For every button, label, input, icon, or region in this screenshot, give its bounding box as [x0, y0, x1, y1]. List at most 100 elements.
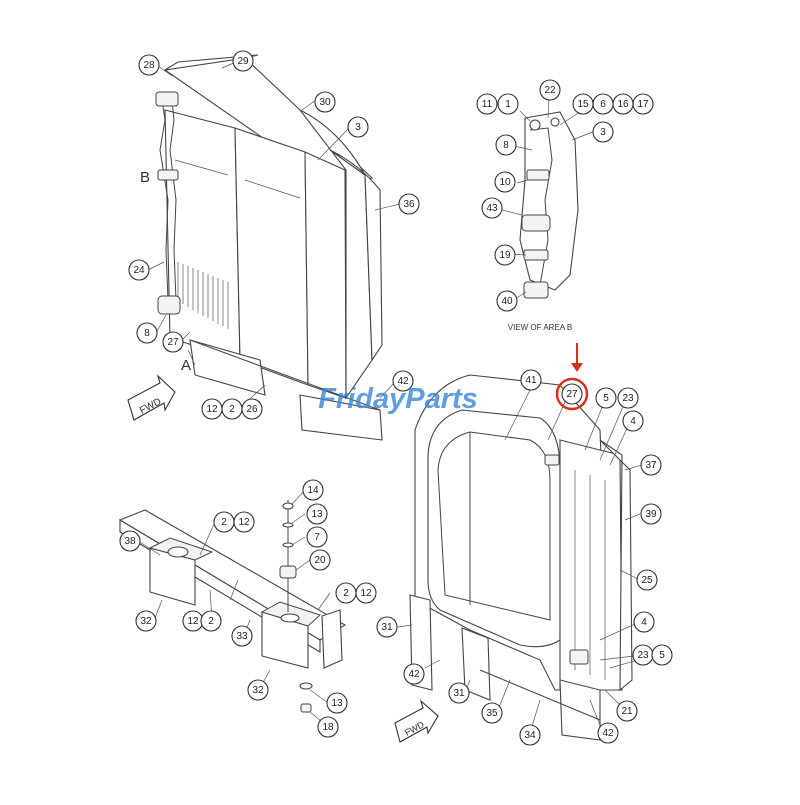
callout-circle: [497, 93, 519, 115]
callout-number: 23: [637, 650, 649, 661]
callout-circle: [495, 134, 517, 156]
callout-circle: [494, 171, 516, 193]
callout-circle: [592, 121, 614, 143]
callout-circle: [617, 387, 639, 409]
callout-number: 18: [322, 722, 334, 733]
callout-circle: [119, 530, 141, 552]
callout-31: 31: [376, 616, 398, 638]
callout-39: 39: [640, 503, 662, 525]
callout-number: 6: [600, 99, 606, 110]
callout-number: 15: [577, 99, 589, 110]
callout-number: 3: [355, 122, 361, 133]
callout-20: 20: [309, 549, 331, 571]
callout-29: 29: [232, 50, 254, 72]
callout-12: 12: [182, 610, 204, 632]
callout-number: 33: [236, 631, 248, 642]
callout-number: 5: [659, 650, 665, 661]
callout-12: 12: [201, 398, 223, 420]
callout-number: 16: [617, 99, 629, 110]
callout-number: 32: [252, 685, 264, 696]
callout-circle: [496, 290, 518, 312]
callout-circle: [302, 479, 324, 501]
callout-number: 2: [343, 588, 349, 599]
callout-14: 14: [302, 479, 324, 501]
callout-circle: [448, 682, 470, 704]
callout-8: 8: [495, 134, 517, 156]
callout-1: 1: [497, 93, 519, 115]
area-b-label: B: [140, 169, 150, 186]
callout-number: 4: [630, 416, 636, 427]
callout-circle: [241, 398, 263, 420]
callout-number: 36: [403, 199, 415, 210]
callout-10: 10: [494, 171, 516, 193]
callout-42: 42: [392, 370, 414, 392]
watermark-logo: FridayParts: [318, 383, 478, 415]
callout-25: 25: [636, 569, 658, 591]
callout-circle: [136, 322, 158, 344]
callout-19: 19: [494, 244, 516, 266]
callout-number: 31: [381, 622, 393, 633]
callout-number: 37: [645, 460, 657, 471]
callout-43: 43: [481, 197, 503, 219]
callout-number: 13: [311, 509, 323, 520]
callout-circle: [231, 625, 253, 647]
callout-circle: [347, 116, 369, 138]
callout-circle: [306, 526, 328, 548]
callout-number: 11: [482, 99, 493, 110]
callout-33: 33: [231, 625, 253, 647]
callout-circle: [135, 610, 157, 632]
callout-8: 8: [136, 322, 158, 344]
view-caption: VIEW OF AREA B: [508, 323, 572, 332]
callout-circle: [317, 716, 339, 738]
callout-circle: [314, 91, 336, 113]
callout-16: 16: [612, 93, 634, 115]
callout-12: 12: [355, 582, 377, 604]
callout-2: 2: [200, 610, 222, 632]
callout-circle: [326, 692, 348, 714]
callout-number: 3: [600, 127, 606, 138]
callout-5: 5: [595, 387, 617, 409]
callout-circle: [355, 582, 377, 604]
callout-number: 26: [246, 404, 258, 415]
callout-number: 14: [307, 485, 319, 496]
callout-circle: [481, 197, 503, 219]
callout-12: 12: [233, 511, 255, 533]
callout-number: 29: [237, 56, 249, 67]
callout-3: 3: [592, 121, 614, 143]
callout-number: 19: [499, 250, 511, 261]
callout-28: 28: [138, 54, 160, 76]
callout-37: 37: [640, 454, 662, 476]
callout-number: 30: [319, 97, 331, 108]
callout-18: 18: [317, 716, 339, 738]
callout-number: 4: [641, 617, 647, 628]
callout-circle: [233, 511, 255, 533]
callout-number: 42: [397, 376, 409, 387]
callout-2: 2: [221, 398, 243, 420]
callout-41: 41: [520, 369, 542, 391]
callout-42: 42: [403, 663, 425, 685]
callout-circle: [597, 722, 619, 744]
callout-17: 17: [632, 93, 654, 115]
callout-number: 2: [229, 404, 235, 415]
callout-number: 20: [314, 555, 326, 566]
callout-number: 2: [221, 517, 227, 528]
callout-number: 32: [140, 616, 152, 627]
callout-circle: [306, 503, 328, 525]
highlight-arrowhead-icon: [571, 363, 583, 372]
callout-22: 22: [539, 79, 561, 101]
callout-32: 32: [135, 610, 157, 632]
callout-circle: [398, 193, 420, 215]
callout-number: 39: [645, 509, 657, 520]
callout-circle: [520, 369, 542, 391]
callout-circle: [636, 569, 658, 591]
callout-6: 6: [592, 93, 614, 115]
callout-circle: [640, 454, 662, 476]
callout-number: 40: [501, 296, 513, 307]
callout-circle: [128, 259, 150, 281]
view-of-area-b-drawing: VIEW OF AREA B: [501, 97, 596, 332]
callout-number: 22: [544, 85, 556, 96]
callout-30: 30: [314, 91, 336, 113]
callout-circle: [632, 93, 654, 115]
callout-23: 23: [632, 644, 654, 666]
